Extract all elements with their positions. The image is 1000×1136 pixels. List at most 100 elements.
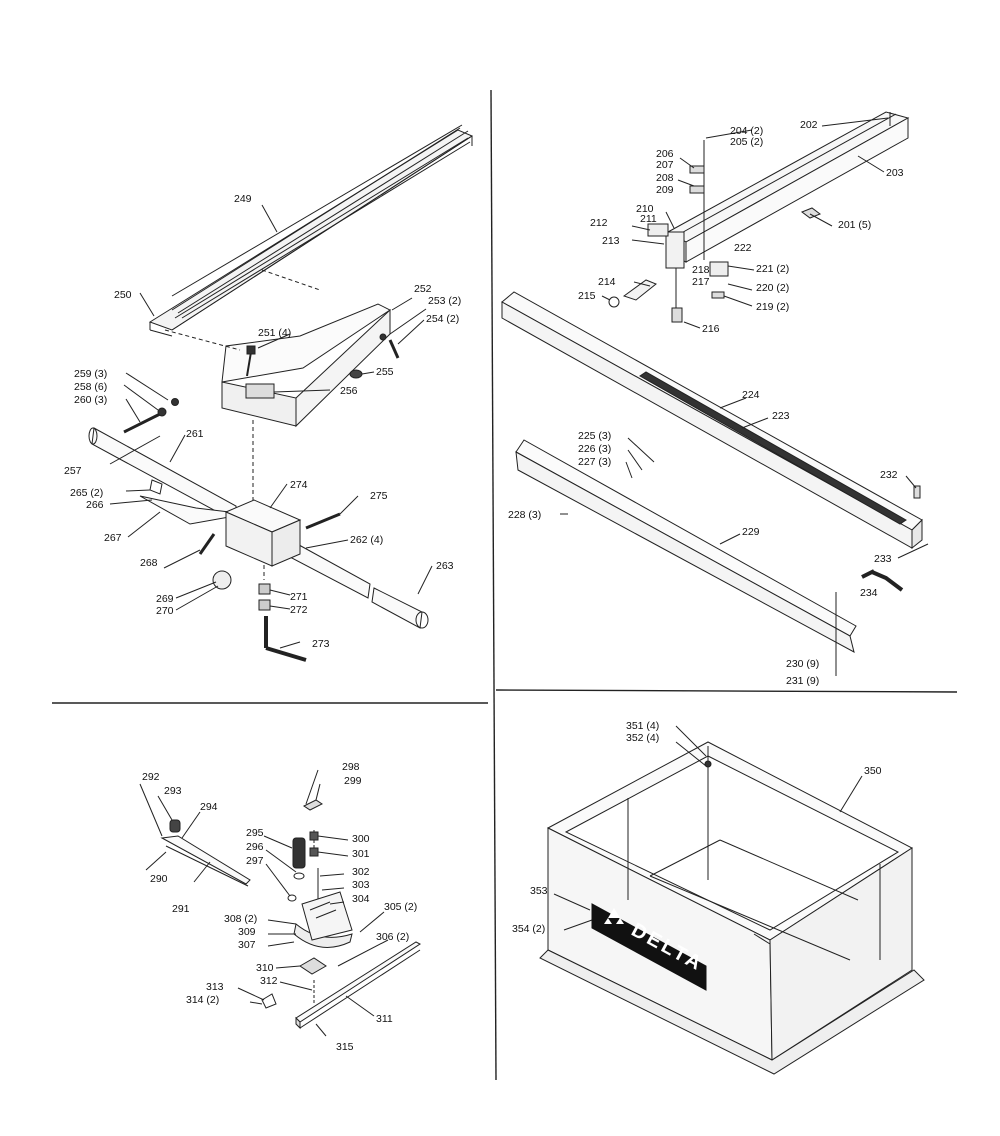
part-label-251: 251 (4) [258, 327, 291, 339]
part-label-309: 309 [238, 926, 256, 938]
part-label-255: 255 [376, 366, 394, 378]
part-label-218: 218 [692, 264, 710, 276]
part-label-312: 312 [260, 975, 278, 987]
part-label-215: 215 [578, 290, 596, 302]
part-label-303: 303 [352, 879, 370, 891]
part-label-292: 292 [142, 771, 160, 783]
logo-plate [591, 903, 707, 991]
part-label-204: 204 (2) [730, 125, 763, 137]
part-label-210: 210 [636, 203, 654, 215]
part-label-270: 270 [156, 605, 174, 617]
part-label-257: 257 [64, 465, 82, 477]
part-label-302: 302 [352, 866, 370, 878]
part-label-266: 266 [86, 499, 104, 511]
part-label-222: 222 [734, 242, 752, 254]
part-label-311: 311 [376, 1013, 393, 1025]
part-label-233: 233 [874, 553, 892, 565]
part-label-253: 253 (2) [428, 295, 461, 307]
part-label-300: 300 [352, 833, 370, 845]
part-label-272: 272 [290, 604, 308, 616]
part-label-260: 260 (3) [74, 394, 107, 406]
part-label-315: 315 [336, 1041, 354, 1053]
part-label-205: 205 (2) [730, 136, 763, 148]
rail-assembly-labels: 201 (5) 202 203 204 (2) 205 (2) 206 207 … [508, 119, 904, 687]
part-label-208: 208 [656, 172, 674, 184]
quadrant-dividers [52, 89, 958, 1081]
cabinet-labels: 350 351 (4) 352 (4) 353 354 (2) [512, 720, 882, 935]
part-label-206: 206 [656, 148, 674, 160]
part-label-213: 213 [602, 235, 620, 247]
part-label-352: 352 (4) [626, 732, 659, 744]
fence-assembly-drawing [88, 124, 474, 662]
part-label-262: 262 (4) [350, 534, 383, 546]
part-label-207: 207 [656, 159, 674, 171]
miter-pointer-rod [160, 835, 251, 885]
part-label-305: 305 (2) [384, 901, 417, 913]
part-label-354: 354 (2) [512, 923, 545, 935]
part-label-263: 263 [436, 560, 454, 572]
part-label-221: 221 (2) [756, 263, 789, 275]
part-label-296: 296 [246, 841, 264, 853]
part-label-229: 229 [742, 526, 760, 538]
part-label-219: 219 (2) [756, 301, 789, 313]
part-label-261: 261 [186, 428, 204, 440]
part-label-269: 269 [156, 593, 174, 605]
part-label-220: 220 (2) [756, 282, 789, 294]
part-label-313: 313 [206, 981, 224, 993]
part-label-290: 290 [150, 873, 168, 885]
part-label-231: 231 (9) [786, 675, 819, 687]
part-label-211: 211 [640, 213, 657, 225]
part-label-268: 268 [140, 557, 158, 569]
part-label-351: 351 (4) [626, 720, 659, 732]
part-label-265: 265 (2) [70, 487, 103, 499]
part-label-353: 353 [530, 885, 548, 897]
horizontal-divider-right [495, 689, 958, 693]
part-label-297: 297 [246, 855, 264, 867]
part-label-299: 299 [344, 775, 362, 787]
part-label-308: 308 (2) [224, 913, 257, 925]
part-label-306: 306 (2) [376, 931, 409, 943]
part-label-225: 225 (3) [578, 430, 611, 442]
part-label-294: 294 [200, 801, 218, 813]
part-label-259: 259 (3) [74, 368, 107, 380]
part-label-202: 202 [800, 119, 818, 131]
part-label-271: 271 [290, 591, 308, 603]
part-label-254: 254 (2) [426, 313, 459, 325]
part-label-301: 301 [352, 848, 370, 860]
part-label-314: 314 (2) [186, 994, 219, 1006]
cabinet-side-panel [769, 847, 913, 1061]
part-label-267: 267 [104, 532, 122, 544]
part-label-304: 304 [352, 893, 370, 905]
part-label-250: 250 [114, 289, 132, 301]
part-label-256: 256 [340, 385, 358, 397]
part-label-201: 201 (5) [838, 219, 871, 231]
part-label-214: 214 [598, 276, 616, 288]
part-label-203: 203 [886, 167, 904, 179]
part-label-216: 216 [702, 323, 720, 335]
part-label-293: 293 [164, 785, 182, 797]
rail-assembly-drawing [501, 111, 929, 676]
part-label-252: 252 [414, 283, 432, 295]
cabinet-drawing [539, 725, 925, 1075]
part-label-310: 310 [256, 962, 274, 974]
part-label-232: 232 [880, 469, 898, 481]
part-label-298: 298 [342, 761, 360, 773]
part-label-223: 223 [772, 410, 790, 422]
fence-assembly-labels: 249 250 251 (4) 252 253 (2) 254 (2) 255 … [64, 193, 461, 650]
part-label-291: 291 [172, 903, 190, 915]
part-label-209: 209 [656, 184, 674, 196]
part-label-249: 249 [234, 193, 252, 205]
part-label-230: 230 (9) [786, 658, 819, 670]
measuring-scale [639, 371, 907, 525]
part-label-273: 273 [312, 638, 330, 650]
label-plate [245, 383, 275, 399]
part-label-350: 350 [864, 765, 882, 777]
part-label-228: 228 (3) [508, 509, 541, 521]
part-label-226: 226 (3) [578, 443, 611, 455]
miter-gauge-labels: 290 291 292 293 294 295 296 297 298 299 … [142, 761, 417, 1053]
part-label-307: 307 [238, 939, 256, 951]
miter-gauge-drawing [139, 769, 422, 1037]
part-label-274: 274 [290, 479, 308, 491]
part-label-234: 234 [860, 587, 878, 599]
